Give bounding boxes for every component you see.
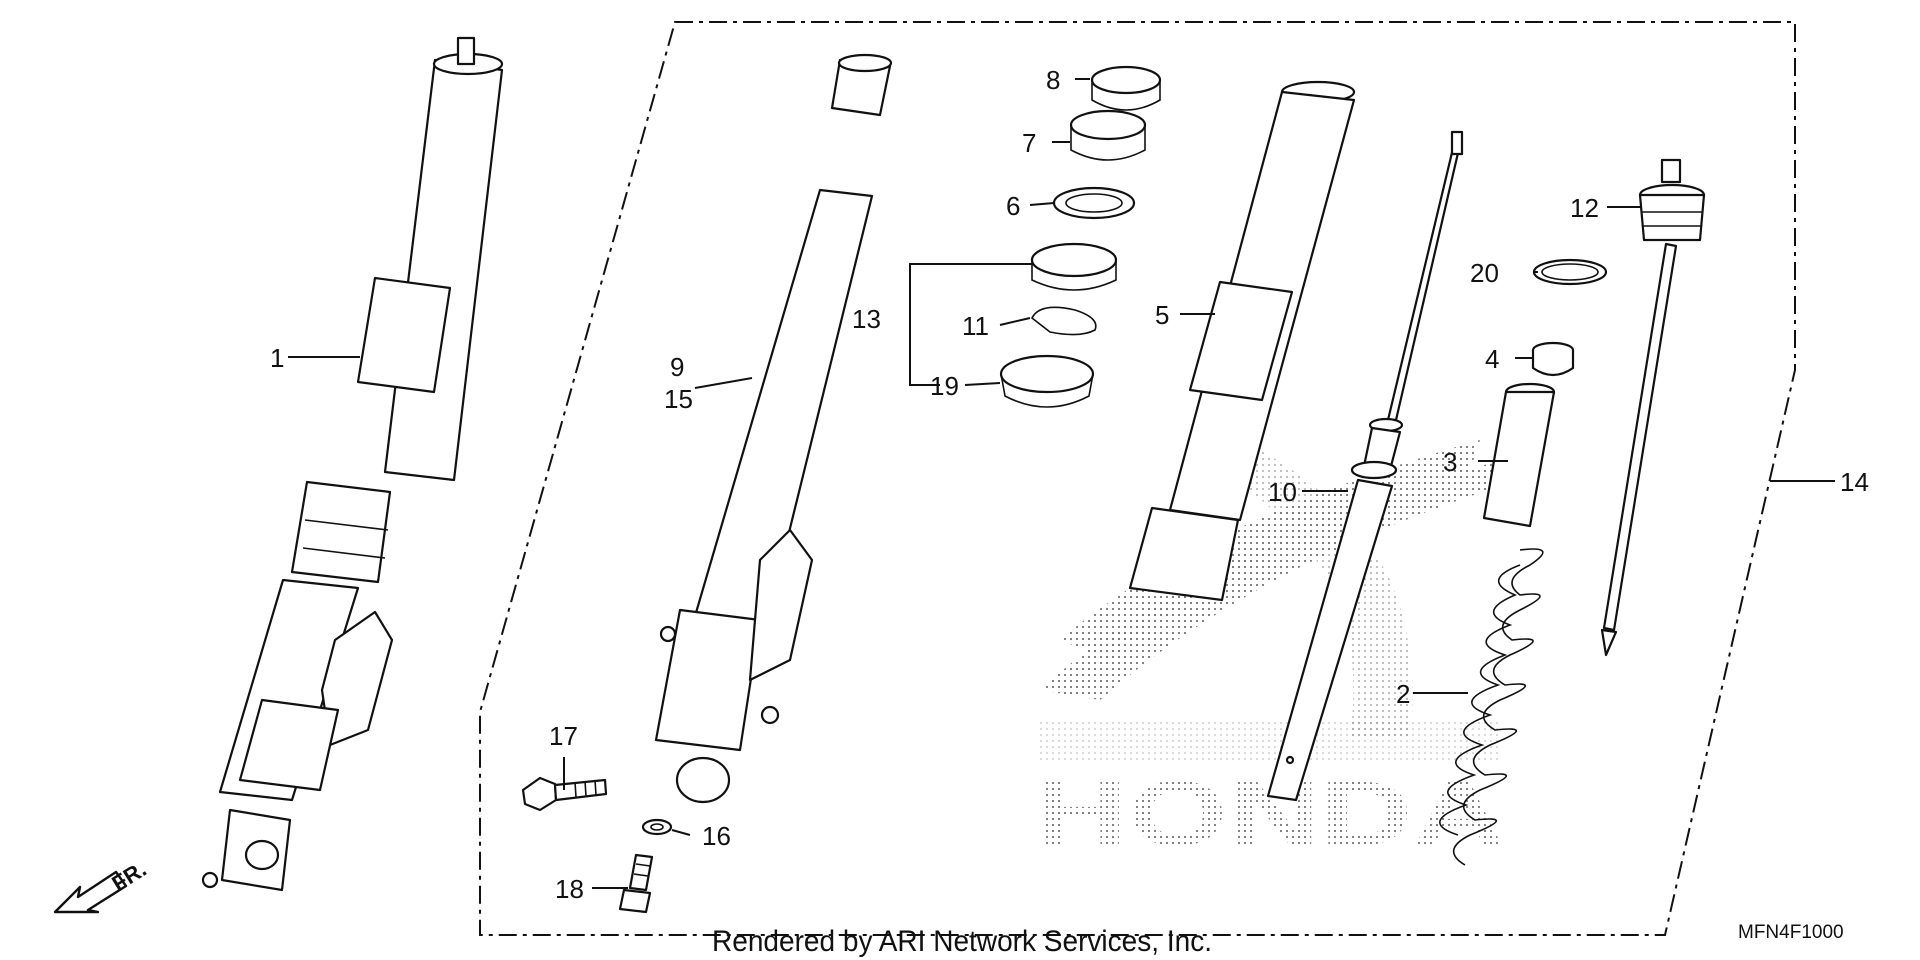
part-5-outer-tube[interactable] — [1128, 80, 1356, 602]
part-18-screw[interactable] — [618, 853, 654, 914]
part-11-clip[interactable] — [1030, 306, 1097, 336]
callout-11[interactable]: 11 — [962, 311, 989, 341]
leader-lines — [288, 78, 1835, 889]
part-16-washer[interactable] — [641, 818, 673, 836]
callout-8[interactable]: 8 — [1046, 65, 1060, 95]
callout-20[interactable]: 20 — [1470, 258, 1499, 288]
callout-14[interactable]: 14 — [1840, 467, 1869, 497]
callout-labels: 1 2 3 4 5 6 7 8 9 10 11 12 13 14 15 16 1… — [270, 65, 1869, 904]
callout-15[interactable]: 15 — [664, 384, 693, 414]
diagram-code: MFN4F1000 — [1738, 922, 1844, 943]
callout-6[interactable]: 6 — [1006, 191, 1020, 221]
callout-10[interactable]: 10 — [1268, 477, 1297, 507]
front-direction-indicator: FR. — [53, 856, 151, 914]
part-7-bushing[interactable] — [1069, 109, 1147, 161]
part-19-dust-seal[interactable] — [999, 354, 1095, 408]
part-1-fork-assembly[interactable] — [201, 36, 504, 892]
part-4-cap[interactable] — [1531, 341, 1575, 377]
callout-13[interactable]: 13 — [852, 304, 881, 334]
callout-12[interactable]: 12 — [1570, 193, 1599, 223]
callout-9[interactable]: 9 — [670, 352, 684, 382]
part-14-rod[interactable] — [1600, 242, 1678, 657]
part-3-spacer[interactable] — [1482, 382, 1556, 528]
callout-2[interactable]: 2 — [1396, 679, 1410, 709]
callout-7[interactable]: 7 — [1022, 128, 1036, 158]
part-20-o-ring[interactable] — [1532, 258, 1608, 286]
callout-4[interactable]: 4 — [1485, 344, 1499, 374]
part-17-bolt[interactable] — [521, 776, 608, 812]
part-6-washer[interactable] — [1052, 186, 1136, 220]
part-9-15-fork-slider[interactable] — [654, 53, 893, 804]
part-2-fork-spring[interactable] — [1439, 548, 1544, 866]
front-arrow-icon — [53, 870, 128, 914]
part-13-oil-seal[interactable] — [1030, 242, 1118, 291]
callout-17[interactable]: 17 — [549, 721, 578, 751]
callout-5[interactable]: 5 — [1155, 300, 1169, 330]
callout-3[interactable]: 3 — [1443, 447, 1457, 477]
part-8-ring[interactable] — [1090, 65, 1162, 111]
honda-watermark-text: HONDA — [1035, 763, 1505, 865]
callout-1[interactable]: 1 — [270, 343, 284, 373]
part-10-damper-rod[interactable] — [1266, 130, 1464, 802]
callout-16[interactable]: 16 — [702, 821, 731, 851]
render-credit: Rendered by ARI Network Services, Inc. — [712, 925, 1212, 958]
callout-18[interactable]: 18 — [555, 874, 584, 904]
part-12-fork-bolt[interactable] — [1638, 158, 1706, 242]
assembly-boundary — [479, 21, 1796, 936]
callout-19[interactable]: 19 — [930, 371, 959, 401]
